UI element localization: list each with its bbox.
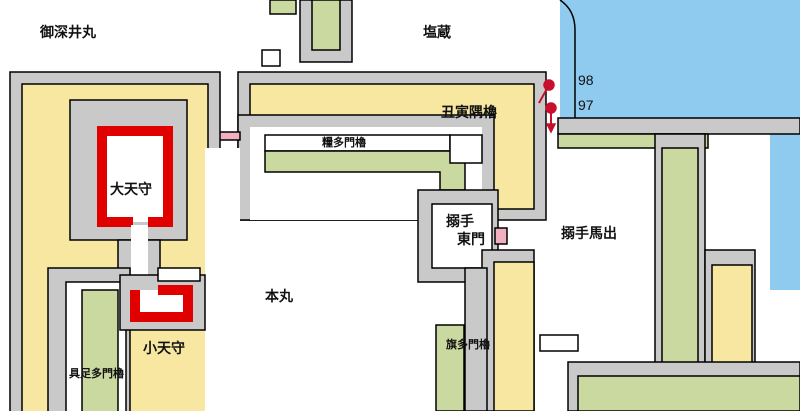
label-dai-tenshu: 大天守 [110,182,152,198]
label-sho-tenshu: 小天守 [143,341,185,357]
gate-pink-left [217,131,241,141]
gusoku-green [81,289,119,411]
sho-tenshu-keep [130,285,193,322]
right-vertical-green [661,147,699,364]
label-hata-tamon-yagura: 旗多門櫓 [446,338,490,351]
label-karamete-higashimon-1: 搦手 [446,214,474,230]
right-upper-wall [557,117,800,135]
label-karamete-higashimon-2: 東門 [457,232,485,248]
sho-tenshu-step [157,267,201,282]
moat-edge [559,0,576,118]
marker-98 [538,79,555,104]
gate-pink-east [494,227,508,245]
label-karamete-umadashi: 搦手馬出 [561,226,617,242]
bottom-right-green [577,375,800,411]
label-ofukei-maru: 御深井丸 [40,25,96,41]
hata-tamon-green [435,324,465,411]
kate-corner [449,134,483,164]
small-step [539,334,579,352]
label-honmaru: 本丸 [265,289,293,305]
label-ushitora-sumi-yagura: 丑寅隅櫓 [441,105,497,121]
moat-water [560,0,800,290]
top-small-block [261,49,281,67]
label-97: 97 [578,97,594,113]
marker-97 [545,102,557,134]
dai-tenshu-keep [97,126,173,227]
top-structure-green [311,0,341,51]
label-gusoku-tamon-yagura: 具足多門櫓 [69,367,124,380]
right-far-yellow [711,264,753,371]
honmaru-white [205,148,240,411]
top-small-green [269,0,297,15]
east-lower-yellow [493,261,535,411]
label-kate-tamon-yagura: 糧多門櫓 [322,136,366,149]
label-98: 98 [578,72,594,88]
label-shiogura: 塩蔵 [423,25,451,41]
hata-tamon-wall [464,267,488,411]
